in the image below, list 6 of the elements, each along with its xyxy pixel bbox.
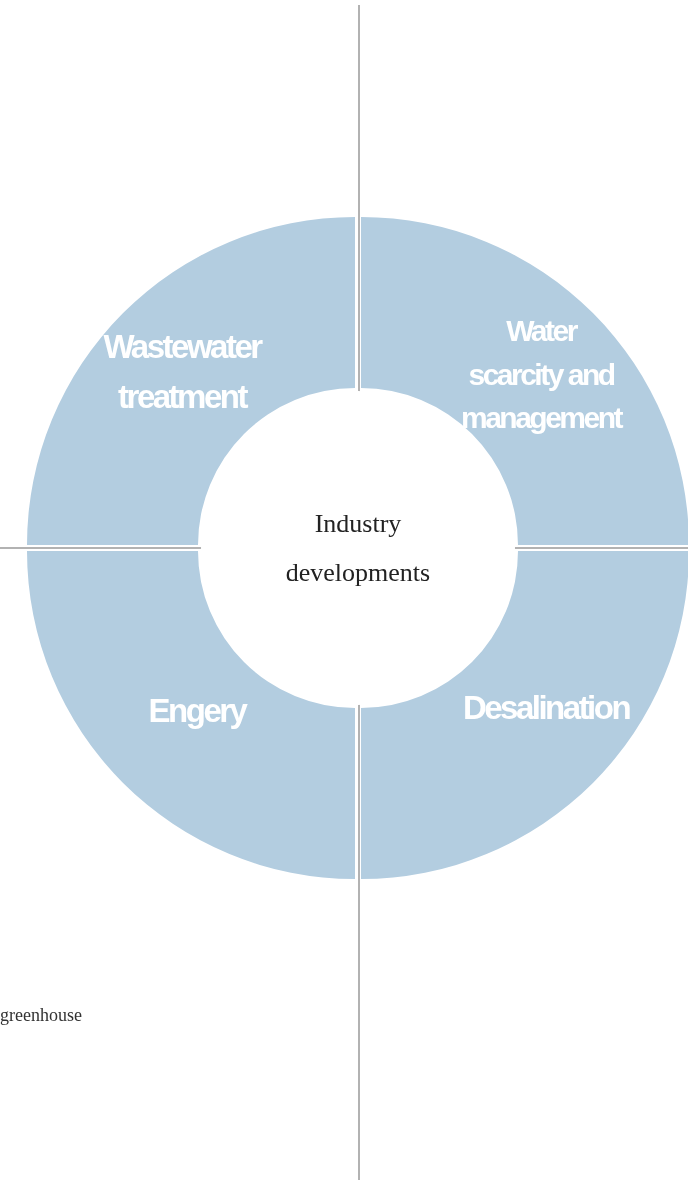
segment-label: Engery bbox=[147, 691, 248, 731]
segment-label: Wastewater treatment bbox=[102, 327, 263, 417]
center-label: Industry developments bbox=[284, 507, 432, 589]
segment-label: Desalination bbox=[461, 688, 631, 728]
note-text: greenhouse bbox=[0, 1005, 82, 1026]
segment-label: Water scarcity and management bbox=[459, 313, 623, 436]
